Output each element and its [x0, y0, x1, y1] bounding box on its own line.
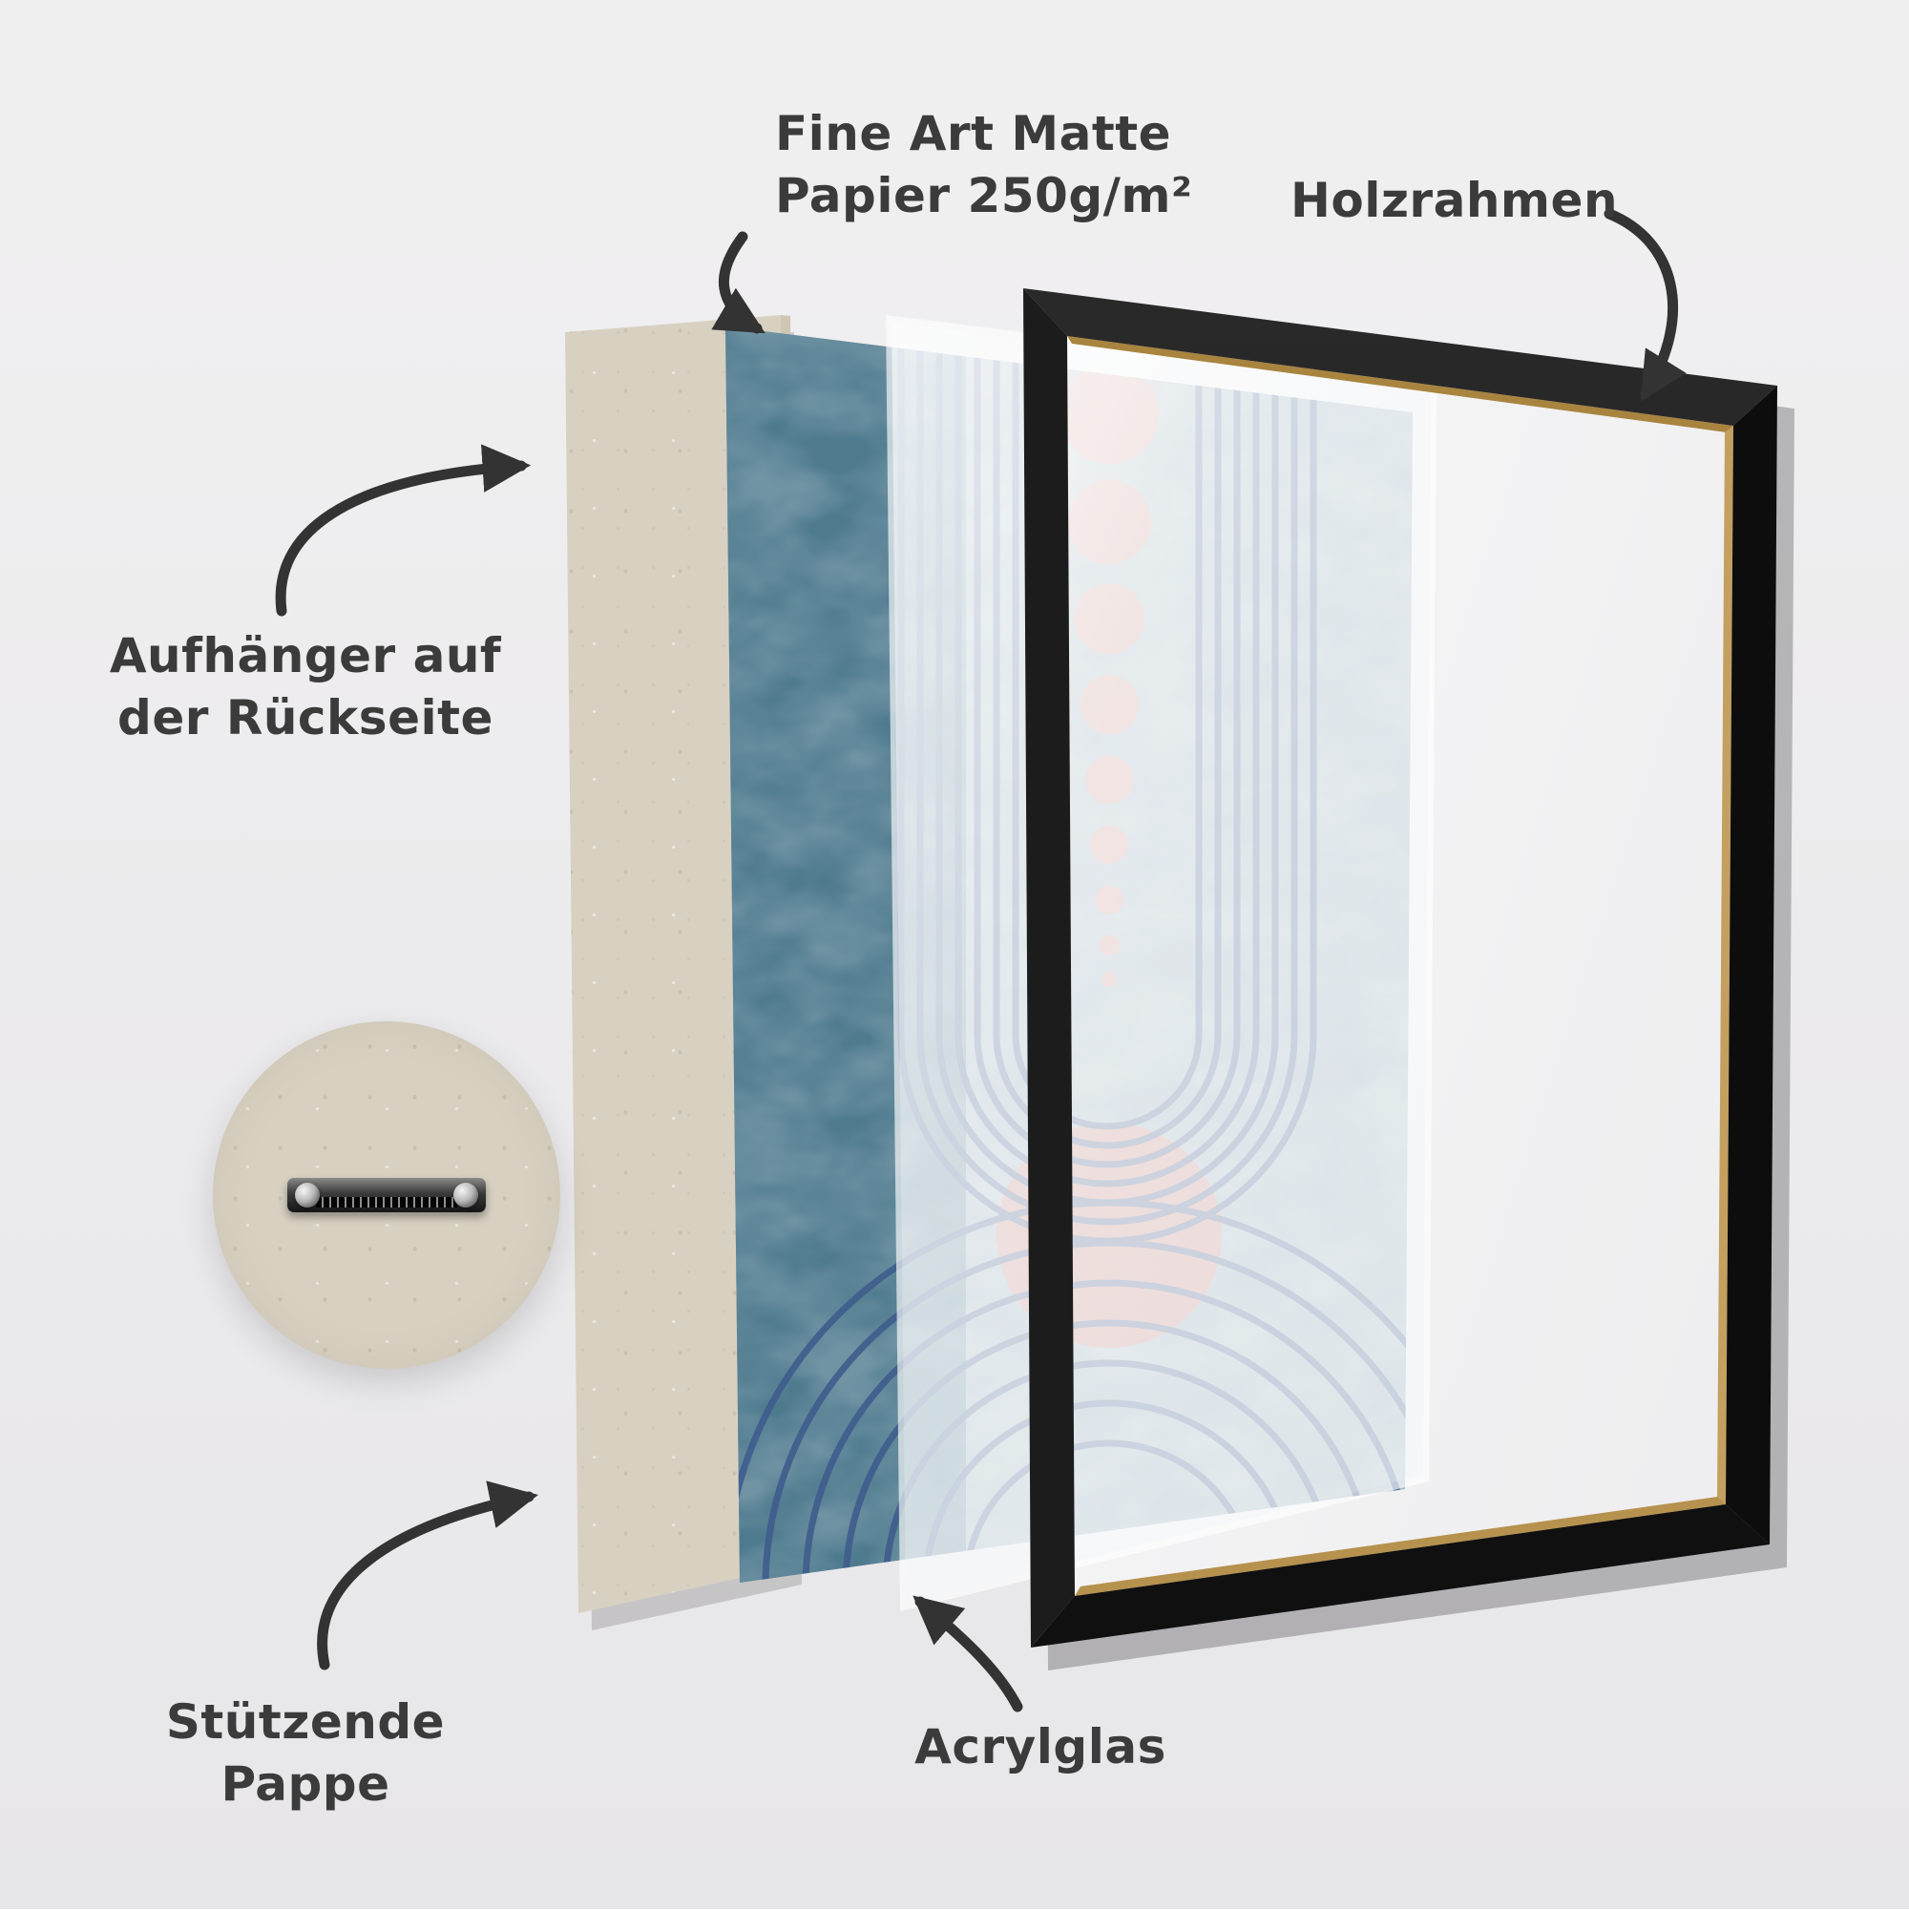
frame-label: Holzrahmen: [1290, 170, 1618, 232]
hanger-teeth: [316, 1197, 457, 1208]
cardboard-label-line1: Stützende: [165, 1694, 446, 1750]
hanger-arrow-icon: [275, 444, 532, 617]
acrylic-arrow-icon: [913, 1595, 1023, 1712]
hanger-label-line1: Aufhänger auf: [109, 628, 502, 683]
acrylic-label: Acrylglas: [888, 1716, 1193, 1778]
paper-arrow-icon: [711, 231, 766, 334]
paper-label: Fine Art Matte Papier 250g/m²: [775, 103, 1192, 227]
cardboard-arrow-icon: [317, 1480, 538, 1670]
hanger-inset: [213, 1021, 560, 1369]
screw-icon: [453, 1183, 478, 1208]
screw-icon: [295, 1183, 320, 1208]
hanger-hardware-icon: [287, 1178, 486, 1212]
frame-label-text: Holzrahmen: [1290, 173, 1619, 228]
hanger-label-line2: der Rückseite: [117, 690, 493, 746]
hanger-label: Aufhänger auf der Rückseite: [67, 625, 544, 749]
paper-label-line1: Fine Art Matte: [775, 106, 1172, 161]
cardboard-label-line2: Pappe: [220, 1756, 390, 1812]
paper-label-line2: Papier 250g/m²: [775, 168, 1193, 223]
cardboard-label: Stützende Pappe: [100, 1691, 511, 1816]
acrylic-label-text: Acrylglas: [914, 1719, 1166, 1774]
